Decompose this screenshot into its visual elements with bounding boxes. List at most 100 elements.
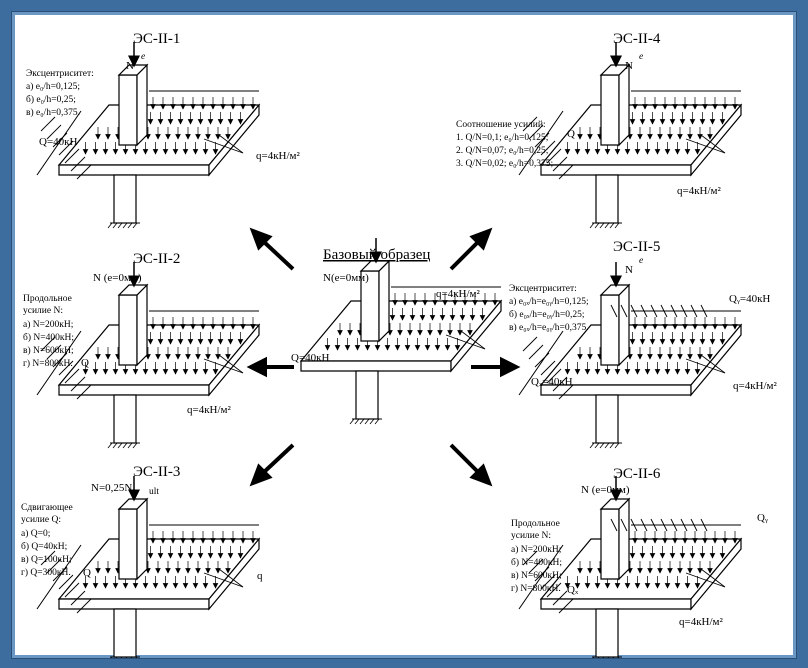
shear-y-arrow	[610, 518, 618, 532]
es5-desc-2: б) e₀ₓ/h=e₀ᵧ/h=0,25;	[509, 309, 584, 320]
shear-load-arrow	[46, 124, 62, 140]
slab-side	[690, 323, 742, 397]
support-hatch	[107, 442, 113, 449]
shear-load-arrow	[64, 582, 80, 598]
arrow-to-es4	[449, 239, 481, 271]
shear-y-arrow	[670, 304, 678, 318]
specimen-es-ii-4	[518, 42, 743, 229]
shear-load-arrow	[522, 550, 538, 566]
support-hatch	[599, 222, 605, 229]
es3-desc-4: в) Q=100кН;	[21, 554, 72, 565]
slab-front	[58, 384, 210, 396]
column-top	[599, 284, 631, 296]
shear-y-arrow	[650, 304, 658, 318]
shear-y-arrow	[620, 304, 628, 318]
shear-load-arrow	[558, 164, 574, 180]
es3-desc-3: б) Q=40кН;	[21, 541, 67, 552]
shear-load-arrow	[40, 550, 56, 566]
es2-desc-3: б) N=400кН;	[23, 332, 74, 343]
es3-desc-0: Сдвигающее	[21, 503, 73, 513]
support-hatch	[599, 442, 605, 449]
column-front	[118, 74, 138, 146]
es2-desc-5: г) N=800кН.	[23, 358, 73, 369]
es6-desc-5: г) N=800кН.	[511, 583, 561, 594]
support-pier	[113, 608, 137, 658]
support-hatch	[112, 222, 118, 229]
es3-desc-1: усилие Q:	[21, 515, 61, 525]
support-hatch	[122, 222, 128, 229]
es6-desc-0: Продольное	[511, 519, 560, 529]
specimen-diagram: ЭС-II-1 ЭС-II-4 ЭС-II-2 ЭС-II-5 ЭС-II-3 …	[21, 31, 778, 663]
direction-arrows	[246, 227, 521, 487]
column-side	[618, 497, 630, 581]
shear-load-arrow	[546, 148, 562, 164]
es2-desc-0: Продольное	[23, 294, 72, 304]
shear-load-arrow	[58, 140, 74, 156]
column-front	[118, 294, 138, 366]
column-side	[136, 283, 148, 367]
slab-top	[57, 324, 261, 386]
shear-load-arrow	[70, 590, 86, 606]
es4-desc-3: 3. Q/N=0,02; e₀/h=0,375;	[456, 159, 553, 169]
slab-front	[58, 598, 210, 610]
base-n-label: N(e=0мм)	[323, 272, 369, 284]
shear-y-arrow	[620, 518, 628, 532]
slab-side	[208, 103, 260, 177]
slab-top	[57, 104, 261, 166]
column-side	[618, 283, 630, 367]
shear-load-arrow	[558, 384, 574, 400]
support-hatch	[364, 418, 370, 425]
specimen-es-ii-3	[36, 476, 261, 663]
es5-title: ЭС-II-5	[613, 239, 660, 255]
shear-y-arrow	[680, 304, 688, 318]
column-top	[599, 498, 631, 510]
support-hatch	[122, 442, 128, 449]
es6-q-load: q=4кН/м²	[679, 616, 724, 628]
arrowhead-es5	[500, 356, 521, 378]
es4-desc-0: Соотношение усилий:	[456, 119, 546, 130]
shear-load-arrow	[70, 156, 86, 172]
base-shear: Q=40кН	[291, 352, 329, 364]
shear-load-arrow	[540, 140, 556, 156]
shear-y-arrow	[660, 518, 668, 532]
es5-e-label: e	[639, 256, 643, 266]
es6-desc-3: б) N=400кН;	[511, 557, 562, 568]
support-hatch	[132, 222, 138, 229]
es3-n-sub: ult	[149, 487, 159, 497]
support-hatch	[117, 442, 123, 449]
shear-load-arrow	[552, 156, 568, 172]
slab-side	[208, 323, 260, 397]
es2-q-load: q=4кН/м²	[187, 404, 232, 416]
es3-n-label: N=0,25N	[91, 482, 132, 494]
es4-n-label: N	[625, 60, 633, 72]
es1-e-label: e	[141, 52, 145, 62]
es1-n-label: N	[126, 60, 134, 72]
q-leader	[218, 354, 244, 374]
specimen-es-ii-6	[518, 476, 743, 663]
es2-desc-1: усилие N:	[23, 306, 63, 316]
support-hatch	[359, 418, 365, 425]
support-hatch	[132, 442, 138, 449]
shear-y-arrow	[700, 518, 708, 532]
support-hatch	[107, 222, 113, 229]
support-hatch	[614, 442, 620, 449]
support-hatch	[589, 442, 595, 449]
slab-front	[540, 598, 692, 610]
shear-y-arrow	[640, 518, 648, 532]
shear-y-arrow	[610, 304, 618, 318]
es4-desc-2: 2. Q/N=0,07; e₀/h=0,25;	[456, 146, 548, 156]
shear-load-line	[36, 544, 82, 610]
q-leader	[218, 134, 244, 154]
support-hatch	[614, 222, 620, 229]
column-side	[136, 63, 148, 147]
es6-title: ЭС-II-6	[613, 466, 661, 482]
es1-shear: Q=40кН	[39, 136, 77, 148]
q-leader	[445, 334, 486, 350]
es5-desc-3: в) e₀ₓ/h=e₀ᵧ/h=0,375.	[509, 322, 589, 333]
base-q-load: q=4кН/м²	[436, 288, 481, 300]
shear-load-arrow	[76, 598, 92, 614]
shear-load-arrow	[58, 360, 74, 376]
shear-load-line	[518, 110, 564, 176]
shear-y-arrow	[650, 518, 658, 532]
shear-load-line	[36, 330, 82, 396]
